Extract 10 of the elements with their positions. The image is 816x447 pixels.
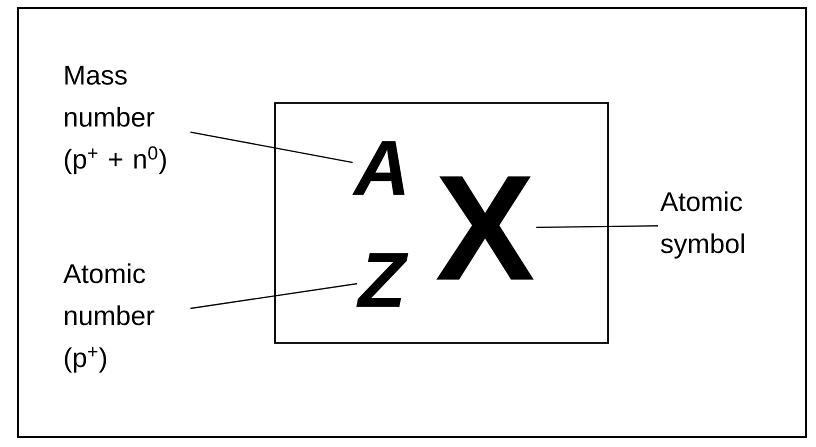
- leader-line: [190, 131, 353, 164]
- letter: A: [352, 141, 405, 195]
- symbol-box: [274, 102, 609, 344]
- leader-line: [536, 225, 658, 228]
- label-text: Atomic number (p$^{+}$): [63, 263, 154, 373]
- leader-line: [190, 283, 358, 310]
- label-text: Mass number (p$^{+}$ + n$^{0}$): [64, 66, 166, 174]
- element-symbol: X: [436, 176, 534, 280]
- letter: Z: [356, 253, 408, 307]
- label-text: Atomic symbol: [660, 191, 744, 259]
